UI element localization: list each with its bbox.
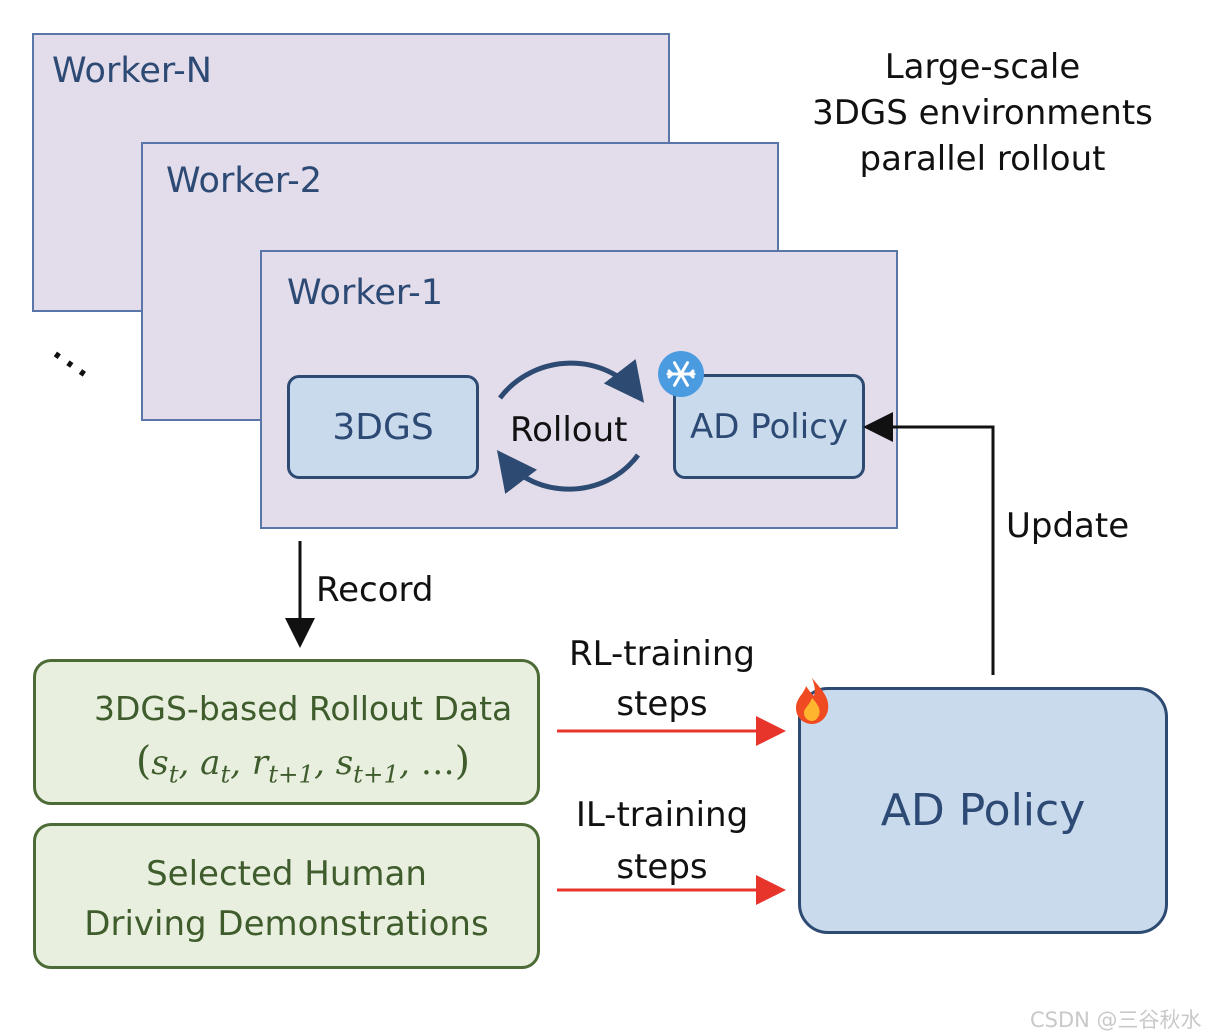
- rollout-loop-bottom-arrow: [496, 450, 641, 494]
- title-line-3: parallel rollout: [859, 139, 1106, 179]
- il-training-label: IL-training steps: [575, 795, 749, 887]
- rl-training-label: RL-training steps: [569, 634, 755, 724]
- rollout-data-tuple: (st, at, rt+1, st+1, …): [136, 739, 470, 789]
- rollout-loop-top-arrow: [498, 359, 645, 403]
- title-line-2: 3DGS environments: [812, 93, 1153, 133]
- record-label: Record: [316, 570, 434, 610]
- watermark: CSDN @三谷秋水: [1030, 1008, 1202, 1032]
- title-line-1: Large-scale: [884, 47, 1081, 87]
- demonstrations-line-1: Selected Human: [146, 854, 427, 894]
- rollout-data-box: 3DGS-based Rollout Data (st, at, rt+1, s…: [33, 659, 540, 805]
- rollout-label: Rollout: [510, 410, 628, 450]
- diagram-title: Large-scale 3DGS environments parallel r…: [795, 44, 1170, 182]
- worker-1-label: Worker-1: [287, 273, 443, 313]
- ad-policy-box: AD Policy: [798, 687, 1168, 934]
- 3dgs-box: 3DGS: [287, 375, 479, 479]
- update-label: Update: [1006, 506, 1130, 546]
- fire-icon: [796, 678, 829, 724]
- demonstrations-box: Selected Human Driving Demonstrations: [33, 823, 540, 969]
- snowflake-icon: [658, 351, 704, 397]
- worker-n-label: Worker-N: [52, 51, 212, 91]
- update-arrow: [863, 412, 995, 675]
- demonstrations-line-2: Driving Demonstrations: [84, 904, 489, 944]
- worker-2-label: Worker-2: [166, 161, 322, 201]
- rollout-data-title: 3DGS-based Rollout Data: [94, 689, 513, 728]
